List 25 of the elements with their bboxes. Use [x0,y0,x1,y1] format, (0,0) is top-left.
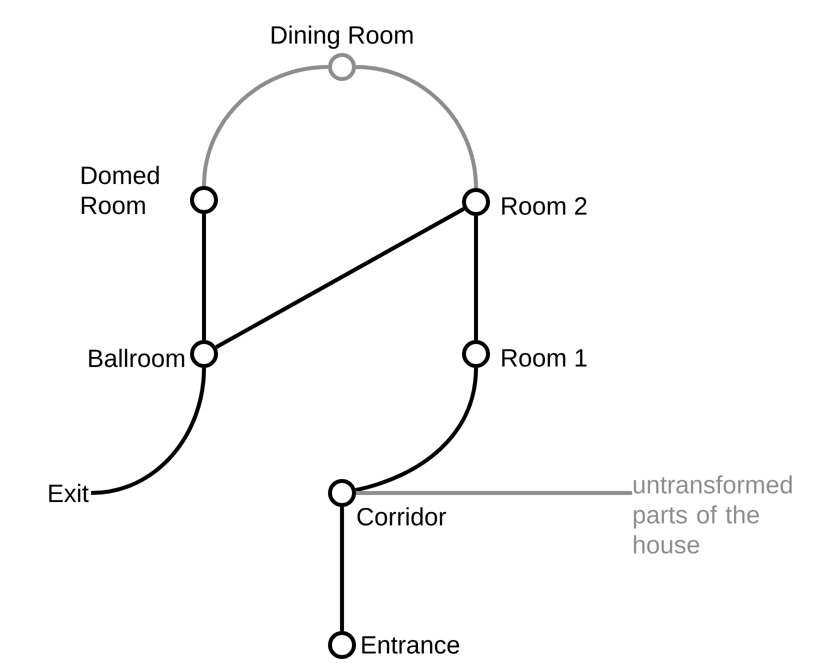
station-circle [462,340,490,368]
station-circle [328,479,356,507]
connector-line [356,65,478,188]
place-label: Dining Room [272,26,413,49]
place-label: Room 2 [502,197,586,215]
station-circle [190,186,218,214]
place-label: untransformed parts of the house [634,475,792,554]
place-label: Corridor [357,507,446,526]
place-label: Exit [49,484,89,502]
connector-line [474,216,478,340]
station-circle [328,53,356,81]
station-circle [462,188,490,216]
connector-line [355,368,478,492]
connector-line [340,507,344,631]
place-label: Entrance [362,636,460,654]
place-label: Domed Room [82,166,159,214]
place-label: Ballroom [89,348,184,368]
connector-line [90,368,206,495]
station-circle [190,340,218,368]
connector-line [202,65,328,186]
place-label: Room 1 [502,349,586,367]
connector-line [202,214,206,340]
station-circle [328,631,356,659]
connector-line [356,491,632,495]
connector-line [215,207,465,349]
